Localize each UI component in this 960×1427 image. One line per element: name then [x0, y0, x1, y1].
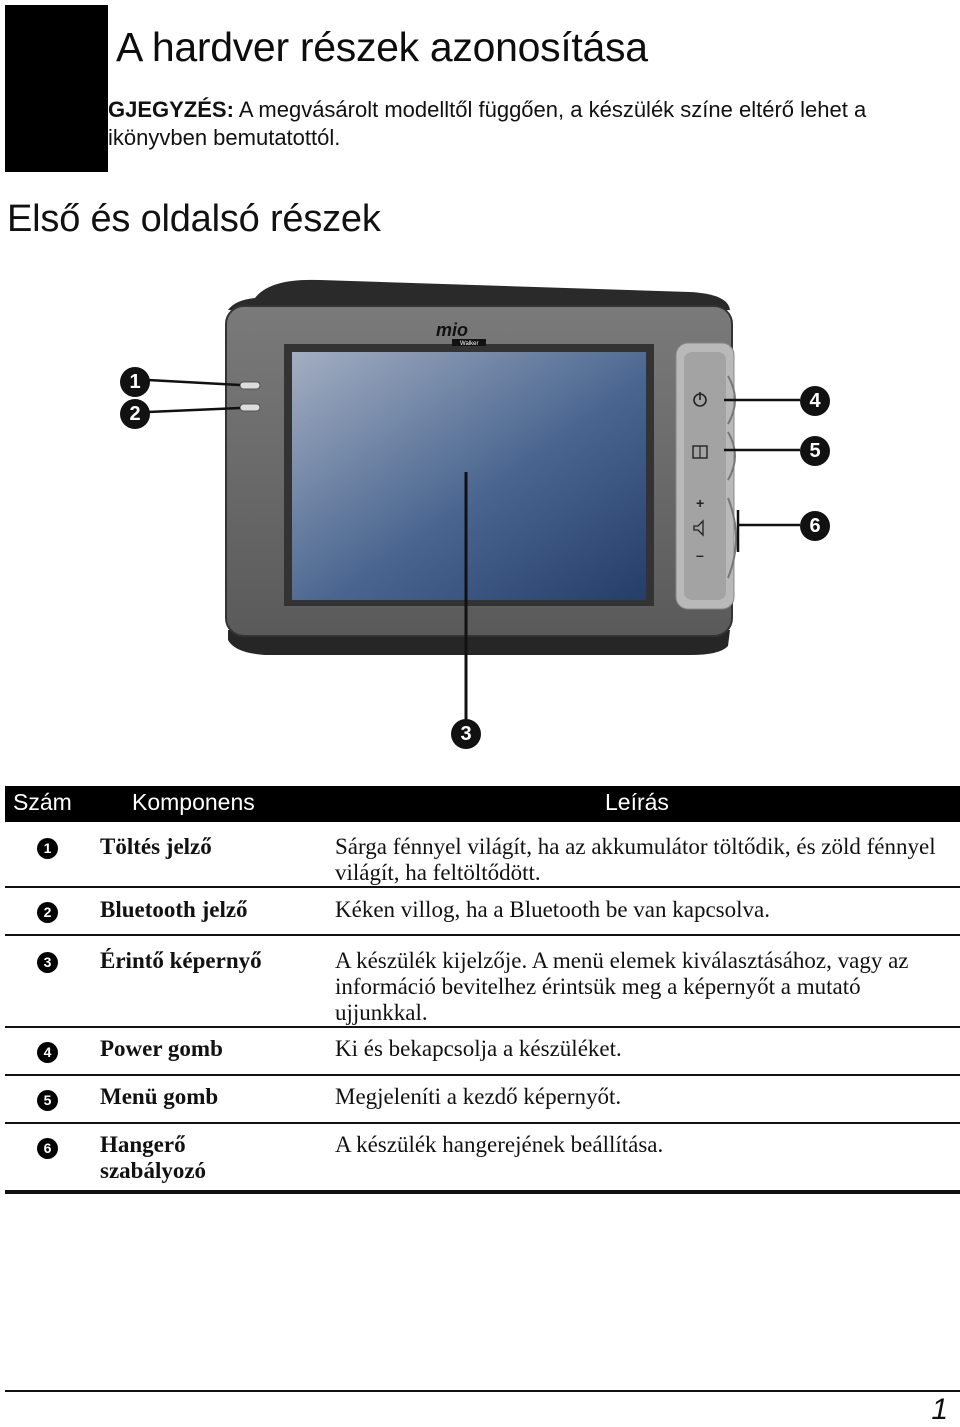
svg-text:–: – — [696, 547, 704, 563]
row-description: Sárga fénnyel világít, ha az akkumulátor… — [335, 834, 936, 885]
table-row: 1 Töltés jelző Sárga fénnyel világít, ha… — [5, 822, 960, 888]
row-component: Bluetooth jelző — [100, 897, 248, 922]
device-illustration: mio Walker + – 1 2 3 4 5 6 — [0, 270, 960, 750]
row-description: Ki és bekapcsolja a készüléket. — [335, 1036, 622, 1061]
brand-logo: mio — [436, 320, 468, 340]
footer-rule — [5, 1390, 960, 1392]
callout-4: 4 — [800, 386, 830, 416]
row-component: Érintő képernyő — [100, 948, 262, 973]
callout-3: 3 — [451, 719, 481, 749]
row-description: A készülék hangerejének beállítása. — [335, 1132, 664, 1157]
chapter-tab — [5, 5, 108, 172]
table-row: 3 Érintő képernyő A készülék kijelzője. … — [5, 936, 960, 1028]
header-description: Leírás — [605, 789, 669, 815]
row-number: 1 — [37, 838, 58, 859]
device-drawing: mio Walker + – — [147, 279, 800, 720]
svg-text:+: + — [696, 495, 704, 511]
note-label: GJEGYZÉS: — [108, 97, 234, 122]
row-component: Töltés jelző — [100, 834, 212, 859]
row-number: 3 — [37, 952, 58, 973]
callout-1: 1 — [120, 367, 150, 397]
row-number: 4 — [37, 1042, 58, 1063]
row-component: Hangerő szabályozó — [100, 1132, 207, 1183]
sub-brand-badge — [452, 339, 486, 346]
row-number: 2 — [37, 902, 58, 923]
bluetooth-led — [239, 403, 261, 412]
row-description: Megjeleníti a kezdő képernyőt. — [335, 1084, 622, 1109]
row-number: 5 — [37, 1090, 58, 1111]
section-title: Első és oldalsó részek — [7, 198, 381, 240]
table-row: 6 Hangerő szabályozó A készülék hangerej… — [5, 1124, 960, 1194]
row-component: Menü gomb — [100, 1084, 219, 1109]
charge-led — [239, 381, 261, 390]
svg-text:Walker: Walker — [460, 341, 478, 347]
row-description: Kéken villog, ha a Bluetooth be van kapc… — [335, 897, 770, 922]
table-row: 2 Bluetooth jelző Kéken villog, ha a Blu… — [5, 888, 960, 936]
callout-5: 5 — [800, 436, 830, 466]
note-text: A megvásárolt modelltől függően, a készü… — [233, 97, 867, 122]
callout-2: 2 — [120, 399, 150, 429]
page-title: A hardver részek azonosítása — [116, 24, 648, 70]
row-number: 6 — [37, 1138, 58, 1159]
row-component: Power gomb — [100, 1036, 223, 1061]
leader-2 — [147, 406, 241, 414]
leader-1 — [147, 378, 241, 387]
table-row: 5 Menü gomb Megjeleníti a kezdő képernyő… — [5, 1076, 960, 1124]
touch-screen — [292, 352, 646, 600]
header-component: Komponens — [132, 789, 255, 815]
page-number: 1 — [931, 1393, 948, 1426]
components-table: Szám Komponens Leírás 1 Töltés jelző Sár… — [5, 786, 960, 1194]
speaker-icon — [693, 519, 704, 537]
note-text-2: ikönyvben bemutatottól. — [108, 125, 341, 150]
table-row: 4 Power gomb Ki és bekapcsolja a készülé… — [5, 1028, 960, 1076]
row-description: A készülék kijelzője. A menü elemek kivá… — [335, 948, 909, 1025]
callout-6: 6 — [800, 511, 830, 541]
note: GJEGYZÉS: A megvásárolt modelltől függőe… — [108, 96, 928, 156]
top-rim — [228, 279, 730, 310]
side-panel-inner — [684, 352, 726, 600]
header-num: Szám — [13, 789, 72, 815]
table-header: Szám Komponens Leírás — [5, 786, 960, 822]
